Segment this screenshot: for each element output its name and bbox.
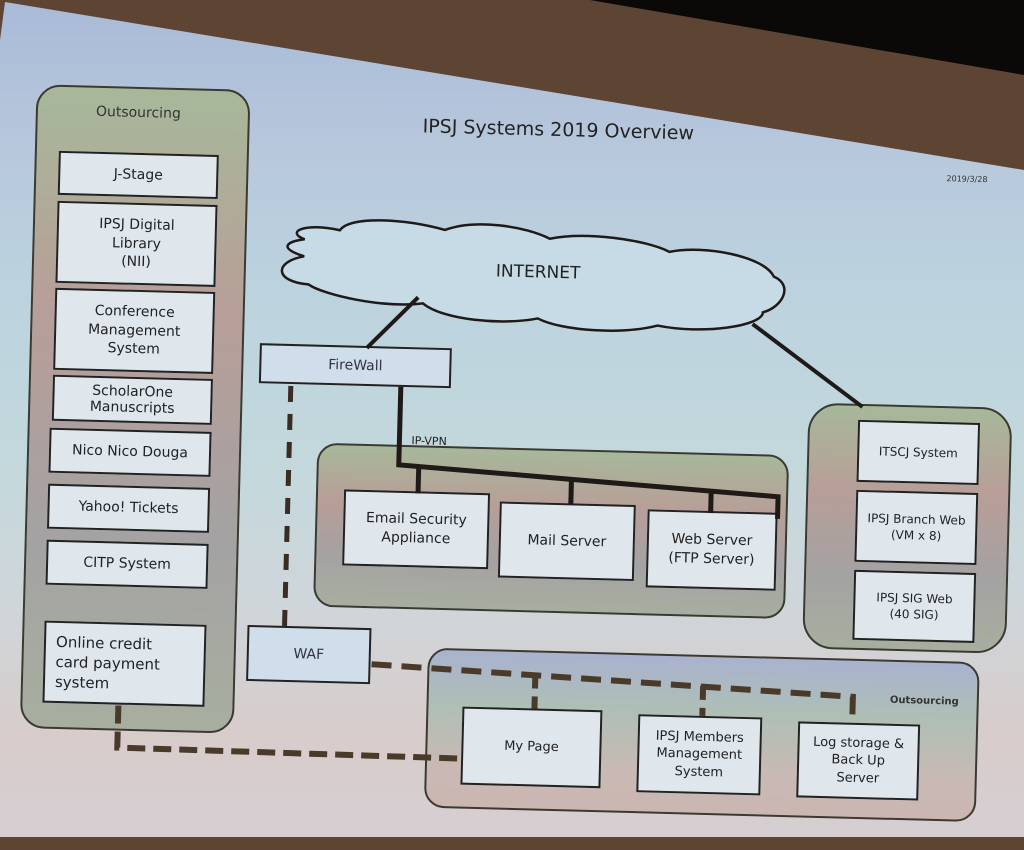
- waf-outsourcing-dashed-link: [371, 661, 856, 723]
- internet-label: INTERNET: [495, 261, 581, 284]
- dashed-drop-members: [699, 685, 707, 716]
- internet-right-group-link: [751, 322, 864, 409]
- ipvpn-mail-drop: [568, 480, 574, 505]
- ipvpn-web-drop: [708, 491, 714, 514]
- firewall-ipvpn-link: [396, 386, 781, 519]
- firewall-waf-dashed-link: [282, 385, 294, 626]
- internet-cloud: [280, 219, 786, 332]
- dashed-drop-my-page: [531, 674, 539, 709]
- ipvpn-email-drop: [415, 467, 422, 494]
- credit-card-mypage-dashed-link: [114, 705, 462, 762]
- internet-firewall-link: [365, 295, 420, 350]
